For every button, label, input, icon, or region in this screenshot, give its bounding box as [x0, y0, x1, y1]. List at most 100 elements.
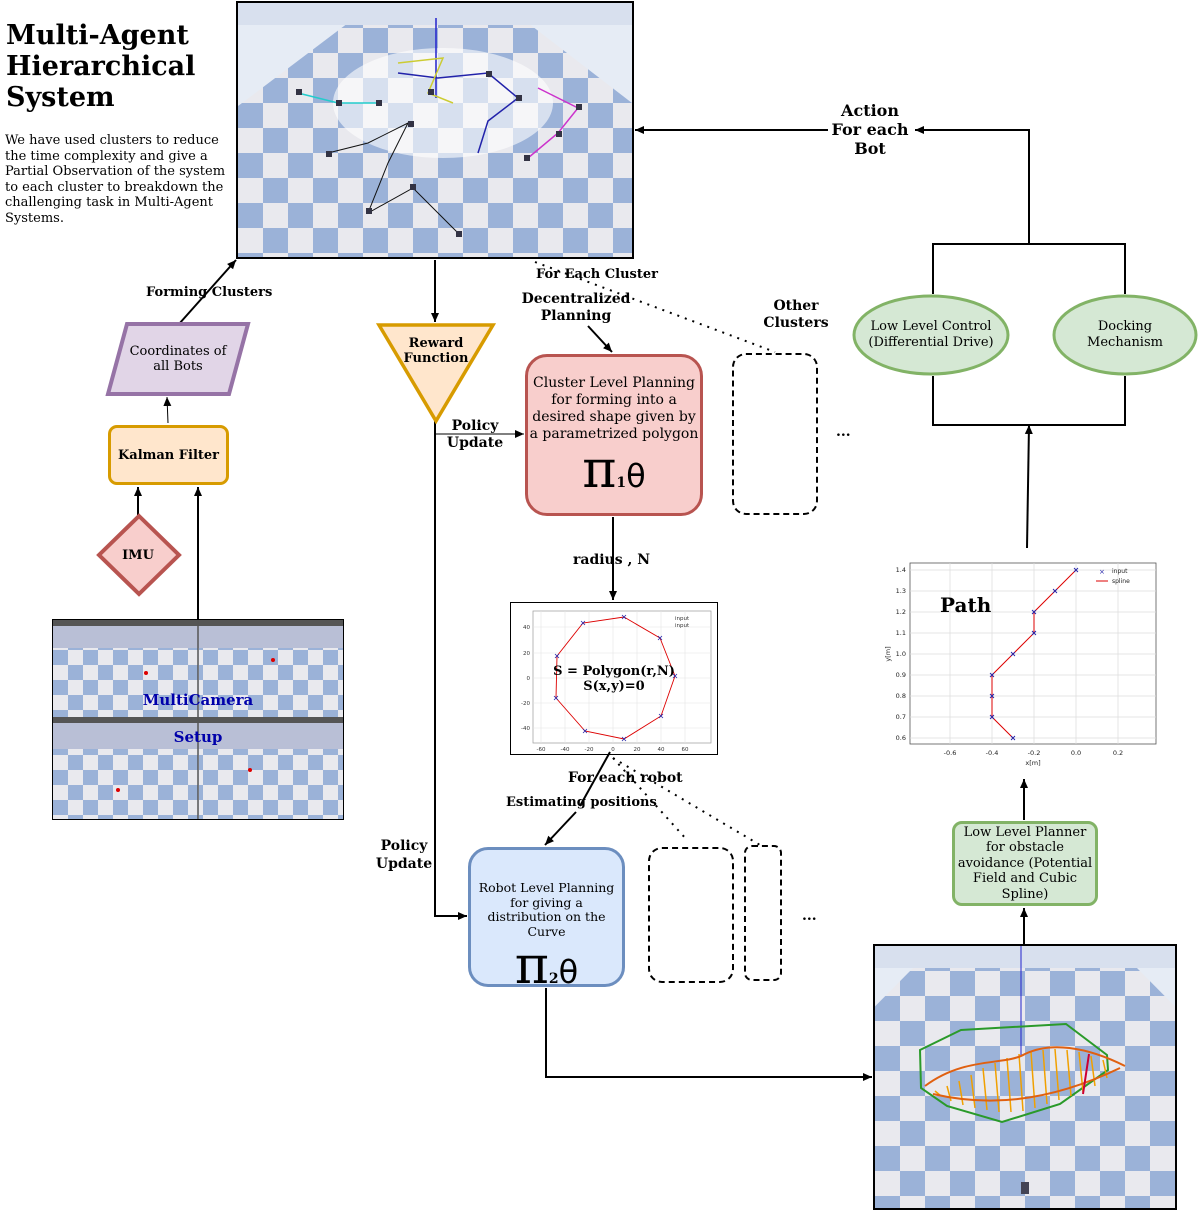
robot-simulation-render — [875, 946, 1175, 1208]
low-level-control-node — [852, 294, 1010, 376]
docking-node — [1052, 294, 1198, 376]
for-each-cluster-label: For Each Cluster — [536, 267, 658, 282]
policy-update-label-1a: Policy — [451, 418, 499, 434]
path-ytick: 1.2 — [896, 608, 906, 616]
action-label-3: Bot — [854, 139, 886, 158]
polygon-ytick: -20 — [521, 701, 530, 707]
path-ytick: 1.3 — [896, 587, 906, 595]
path-xtick: -0.2 — [1028, 749, 1041, 757]
polygon-ytick: 40 — [523, 625, 530, 631]
policy-update-label-2a: Policy — [380, 838, 428, 854]
path-input-point — [1031, 630, 1037, 636]
path-legend-input: input — [1112, 568, 1128, 575]
pi-subscript-1: 1 — [616, 475, 627, 491]
multicamera-image: MultiCamera Setup — [52, 619, 344, 820]
path-ytick: 1.4 — [896, 566, 906, 574]
theta-symbol: θ — [626, 457, 646, 495]
polygon-xtick: -60 — [537, 747, 546, 753]
page-title: Multi-Agent Hierarchical System — [6, 20, 196, 113]
polygon-equation-2: S(x,y)=0 — [583, 679, 645, 694]
svg-text:×: × — [1099, 568, 1105, 576]
other-robot-placeholder-1 — [648, 847, 734, 983]
robot-ellipsis: ... — [802, 908, 817, 924]
path-input-point — [1052, 588, 1058, 594]
path-plot: input spline × -0.6 -0.4 -0.2 0.0 0.2 x[… — [880, 557, 1176, 772]
path-ytick: 0.6 — [896, 734, 906, 742]
reward-function-node — [376, 323, 496, 424]
robot-simulation-image — [873, 944, 1177, 1210]
other-robot-placeholder-2 — [744, 845, 782, 981]
path-ytick: 0.8 — [896, 692, 906, 700]
cluster-ellipsis: ... — [836, 424, 851, 440]
reward-label-1: Reward — [408, 336, 464, 351]
polygon-legend-2: input — [675, 623, 690, 629]
polygon-ytick: 20 — [523, 651, 530, 657]
path-ylabel: y[m] — [884, 646, 892, 661]
low-level-control-label: Low Level Control (Differential Drive) — [868, 319, 994, 350]
reward-label-2: Function — [403, 351, 469, 366]
pi-symbol: π — [514, 936, 549, 996]
forming-clusters-label: Forming Clusters — [146, 285, 273, 300]
path-xtick: -0.6 — [944, 749, 957, 757]
theta-symbol: θ — [558, 953, 579, 991]
pi-subscript-2: 2 — [548, 971, 559, 987]
multicamera-render — [53, 620, 343, 819]
robot-policy-symbol: π2θ — [515, 940, 579, 992]
coordinates-node — [105, 322, 251, 396]
coordinates-label: Coordinates of all Bots — [129, 344, 227, 374]
polygon-ytick: -40 — [521, 726, 530, 732]
path-ytick: 1.0 — [896, 650, 906, 658]
path-xtick: 0.2 — [1113, 749, 1123, 757]
path-xtick: 0.0 — [1071, 749, 1081, 757]
imu-label: IMU — [122, 547, 154, 563]
imu-node — [96, 513, 182, 597]
path-legend-spline: spline — [1112, 578, 1130, 585]
polygon-equation-1: S = Polygon(r,N) — [553, 664, 675, 679]
description: We have used clusters to reduce the time… — [5, 133, 226, 226]
path-input-point — [989, 714, 995, 720]
robot-planning-text: Robot Level Planning for giving a distri… — [478, 880, 615, 939]
cluster-planning-text: Cluster Level Planning for forming into … — [529, 375, 699, 442]
path-input-point — [989, 693, 995, 699]
path-input-point — [1031, 609, 1037, 615]
kalman-filter-node: Kalman Filter — [108, 425, 229, 485]
path-input-point — [989, 672, 995, 678]
path-input-point — [1010, 735, 1016, 741]
path-input-point — [1073, 567, 1079, 573]
polygon-xtick: -20 — [585, 747, 594, 753]
path-input-point — [1010, 651, 1016, 657]
for-each-robot-label: For each robot — [568, 770, 683, 786]
polygon-xtick: 20 — [634, 747, 641, 753]
pi-symbol: π — [582, 440, 617, 500]
polygon-legend-1: input — [675, 616, 690, 622]
polygon-ytick: 0 — [527, 676, 531, 682]
multicamera-label-1: MultiCamera — [142, 691, 254, 709]
cluster-planning-node: Cluster Level Planning for forming into … — [525, 354, 703, 516]
path-title: Path — [940, 593, 992, 617]
polygon-xtick: 40 — [658, 747, 665, 753]
cluster-simulation-image — [236, 1, 634, 259]
polygon-xtick: 60 — [682, 747, 689, 753]
polygon-xtick: -40 — [561, 747, 570, 753]
action-label-2: For each — [831, 120, 909, 139]
path-ytick: 0.7 — [896, 713, 906, 721]
other-cluster-placeholder — [732, 353, 818, 515]
other-clusters-label-1: Other — [773, 298, 819, 314]
multicamera-label-2: Setup — [173, 728, 223, 746]
decentralized-label-1: Decentralized — [521, 291, 631, 307]
decentralized-label-2: Planning — [540, 308, 612, 324]
path-xtick: -0.4 — [986, 749, 999, 757]
cluster-simulation-render — [238, 3, 632, 257]
other-clusters-label-2: Clusters — [763, 315, 829, 331]
polygon-xtick: 0 — [611, 747, 615, 753]
docking-label: Docking Mechanism — [1087, 319, 1163, 350]
cluster-policy-symbol: π1θ — [582, 444, 646, 496]
low-level-planner-node: Low Level Planner for obstacle avoidance… — [952, 821, 1098, 906]
robot-planning-node: Robot Level Planning for giving a distri… — [468, 847, 625, 992]
estimating-positions-label: Estimating positions — [506, 795, 657, 810]
radius-n-label: radius , N — [573, 552, 651, 568]
path-plot-render: input spline × -0.6 -0.4 -0.2 0.0 0.2 x[… — [884, 562, 1157, 767]
policy-update-label-1b: Update — [446, 435, 504, 451]
polygon-plot: input input -60 -40 -20 0 20 40 60 40 20… — [510, 602, 718, 755]
